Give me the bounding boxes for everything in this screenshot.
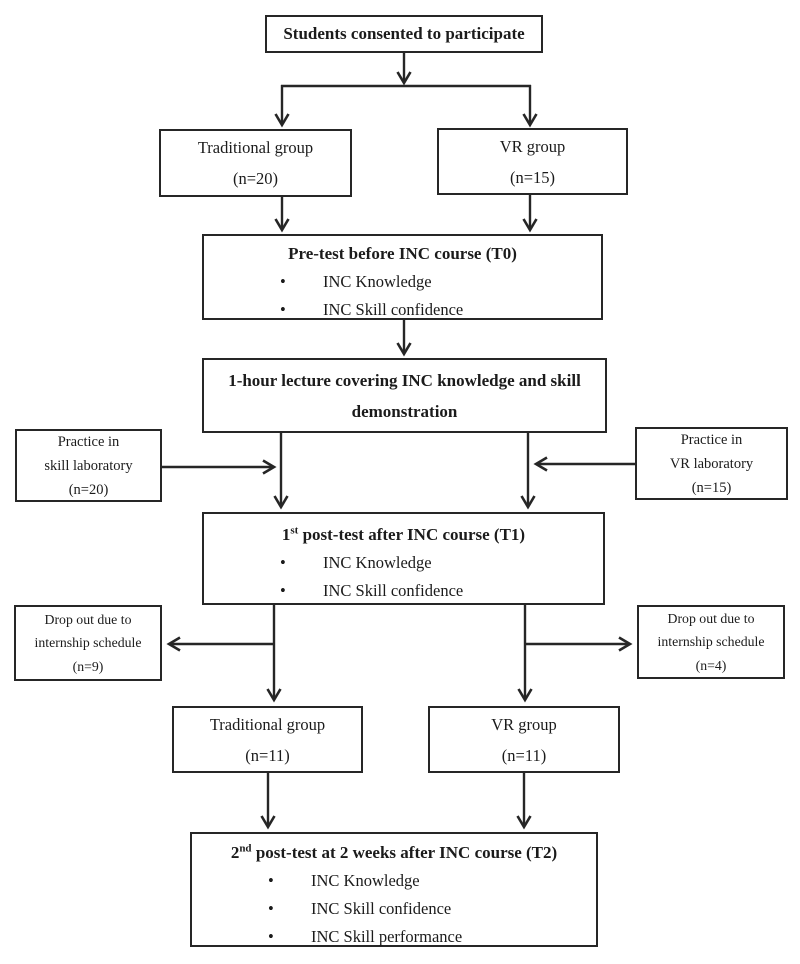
posttest1-bullets: •INC Knowledge•INC Skill confidence: [204, 549, 603, 605]
posttest2-box: 2nd post-test at 2 weeks after INC cours…: [190, 832, 598, 947]
practice-vr-box: Practice in VR laboratory (n=15): [635, 427, 788, 500]
traditional-group-initial-box: Traditional group (n=20): [159, 129, 352, 197]
dropout-right-box: Drop out due to internship schedule (n=4): [637, 605, 785, 679]
practice-skill-lines: Practice in skill laboratory (n=20): [17, 431, 160, 500]
title-rest: post-test at 2 weeks after INC course (T…: [251, 843, 558, 862]
bullet-item: •INC Skill confidence: [192, 895, 596, 923]
bullet-dot: •: [280, 581, 286, 600]
box-line: internship schedule: [34, 635, 142, 651]
connector-group: [162, 53, 635, 830]
lecture-lines: 1-hour lecture covering INC knowledge an…: [204, 360, 605, 431]
group-n: (n=11): [245, 745, 290, 765]
pretest-bullets: •INC Knowledge•INC Skill confidence: [204, 268, 601, 324]
box-line: Practice in: [680, 431, 743, 448]
consent-box: Students consented to participate: [265, 15, 543, 53]
group-label: VR group: [491, 714, 557, 734]
group-n: (n=20): [232, 169, 279, 188]
vr-group-initial-box: VR group (n=15): [437, 128, 628, 195]
title-prefix: 2: [230, 843, 240, 862]
bullet-item: •INC Knowledge: [204, 268, 601, 296]
bullet-dot: •: [268, 871, 274, 890]
bullet-dot: •: [280, 553, 286, 572]
lecture-box: 1-hour lecture covering INC knowledge an…: [202, 358, 607, 433]
box-line: (n=9): [72, 658, 104, 674]
practice-skill-box: Practice in skill laboratory (n=20): [15, 429, 162, 502]
dropout-right-lines: Drop out due to internship schedule (n=4): [639, 607, 783, 677]
bullet-item: •INC Skill confidence: [204, 577, 603, 605]
box-line: (n=15): [691, 479, 732, 496]
group-label: Traditional group: [197, 138, 314, 157]
group-n: (n=11): [501, 745, 547, 765]
vr-group-final-box: VR group (n=11): [428, 706, 620, 773]
group-label: Traditional group: [209, 714, 326, 734]
consent-label: Students consented to participate: [283, 24, 525, 43]
practice-vr-lines: Practice in VR laboratory (n=15): [637, 429, 786, 498]
group-label: VR group: [499, 136, 566, 156]
dropout-left-box: Drop out due to internship schedule (n=9): [14, 605, 162, 681]
posttest2-bullets: •INC Knowledge•INC Skill confidence•INC …: [192, 867, 596, 951]
box-line: Drop out due to: [667, 610, 755, 626]
lecture-line: demonstration: [351, 401, 458, 421]
bullet-item: •INC Skill performance: [192, 923, 596, 951]
lecture-line: 1-hour lecture covering INC knowledge an…: [228, 370, 581, 390]
box-line: (n=4): [695, 657, 727, 673]
posttest1-box: 1st post-test after INC course (T1) •INC…: [202, 512, 605, 605]
title-prefix: 1: [281, 525, 291, 544]
box-line: Drop out due to: [44, 611, 132, 627]
bullet-item: •INC Knowledge: [192, 867, 596, 895]
bullet-item: •INC Knowledge: [204, 549, 603, 577]
title-superscript: nd: [239, 842, 252, 855]
title-superscript: st: [290, 524, 299, 537]
box-line: skill laboratory: [44, 457, 133, 474]
title-rest: post-test after INC course (T1): [298, 525, 526, 544]
pretest-title: Pre-test before INC course (T0): [288, 244, 517, 263]
dropout-left-lines: Drop out due to internship schedule (n=9): [16, 607, 160, 679]
group-n: (n=15): [509, 167, 556, 187]
bullet-dot: •: [280, 300, 286, 319]
box-line: Practice in: [57, 433, 120, 450]
traditional-group-final-box: Traditional group (n=11): [172, 706, 363, 773]
bullet-dot: •: [268, 927, 274, 946]
pretest-box: Pre-test before INC course (T0) •INC Kno…: [202, 234, 603, 320]
posttest1-title: 1st post-test after INC course (T1): [204, 521, 603, 549]
bullet-dot: •: [268, 899, 274, 918]
bullet-item: •INC Skill confidence: [204, 296, 601, 324]
box-line: internship schedule: [657, 634, 765, 650]
box-line: (n=20): [68, 481, 109, 498]
posttest2-title: 2nd post-test at 2 weeks after INC cours…: [192, 839, 596, 867]
box-line: VR laboratory: [669, 455, 754, 472]
bullet-dot: •: [280, 272, 286, 291]
